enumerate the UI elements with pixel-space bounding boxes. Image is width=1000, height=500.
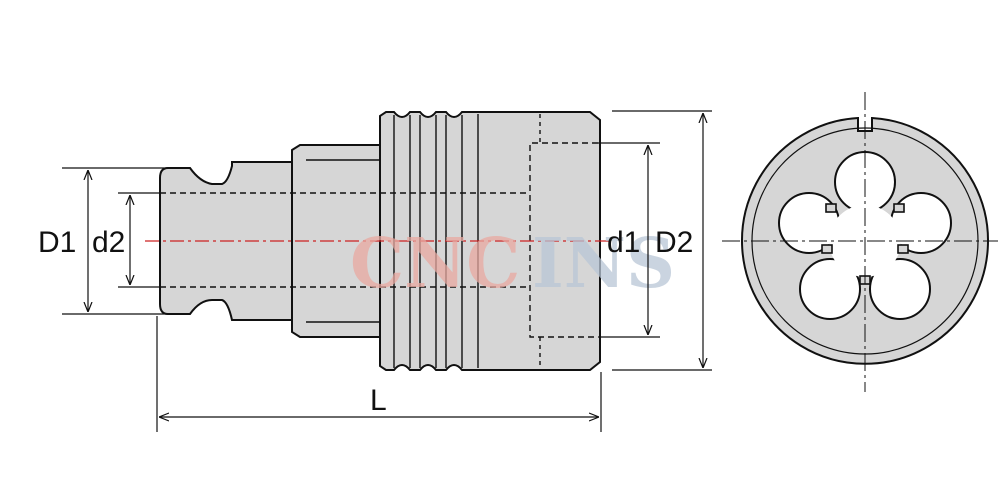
label-D2: D2 <box>655 226 693 259</box>
tooth-right <box>893 203 905 213</box>
label-D1: D1 <box>38 226 76 259</box>
die-front-view <box>722 92 998 392</box>
label-d1: d1 <box>607 226 640 259</box>
tooth-bottom-left <box>821 244 833 254</box>
flute-bottom-left <box>799 258 861 320</box>
tooth-left <box>825 203 837 213</box>
label-d2: d2 <box>92 226 125 259</box>
label-L: L <box>370 384 387 417</box>
dimensions <box>62 110 712 432</box>
watermark-right: INS <box>532 224 675 304</box>
tooth-bottom-right <box>897 244 909 254</box>
flute-bottom-right <box>869 258 931 320</box>
watermark-left: CNC <box>350 224 520 304</box>
bore-d1 <box>529 142 598 338</box>
